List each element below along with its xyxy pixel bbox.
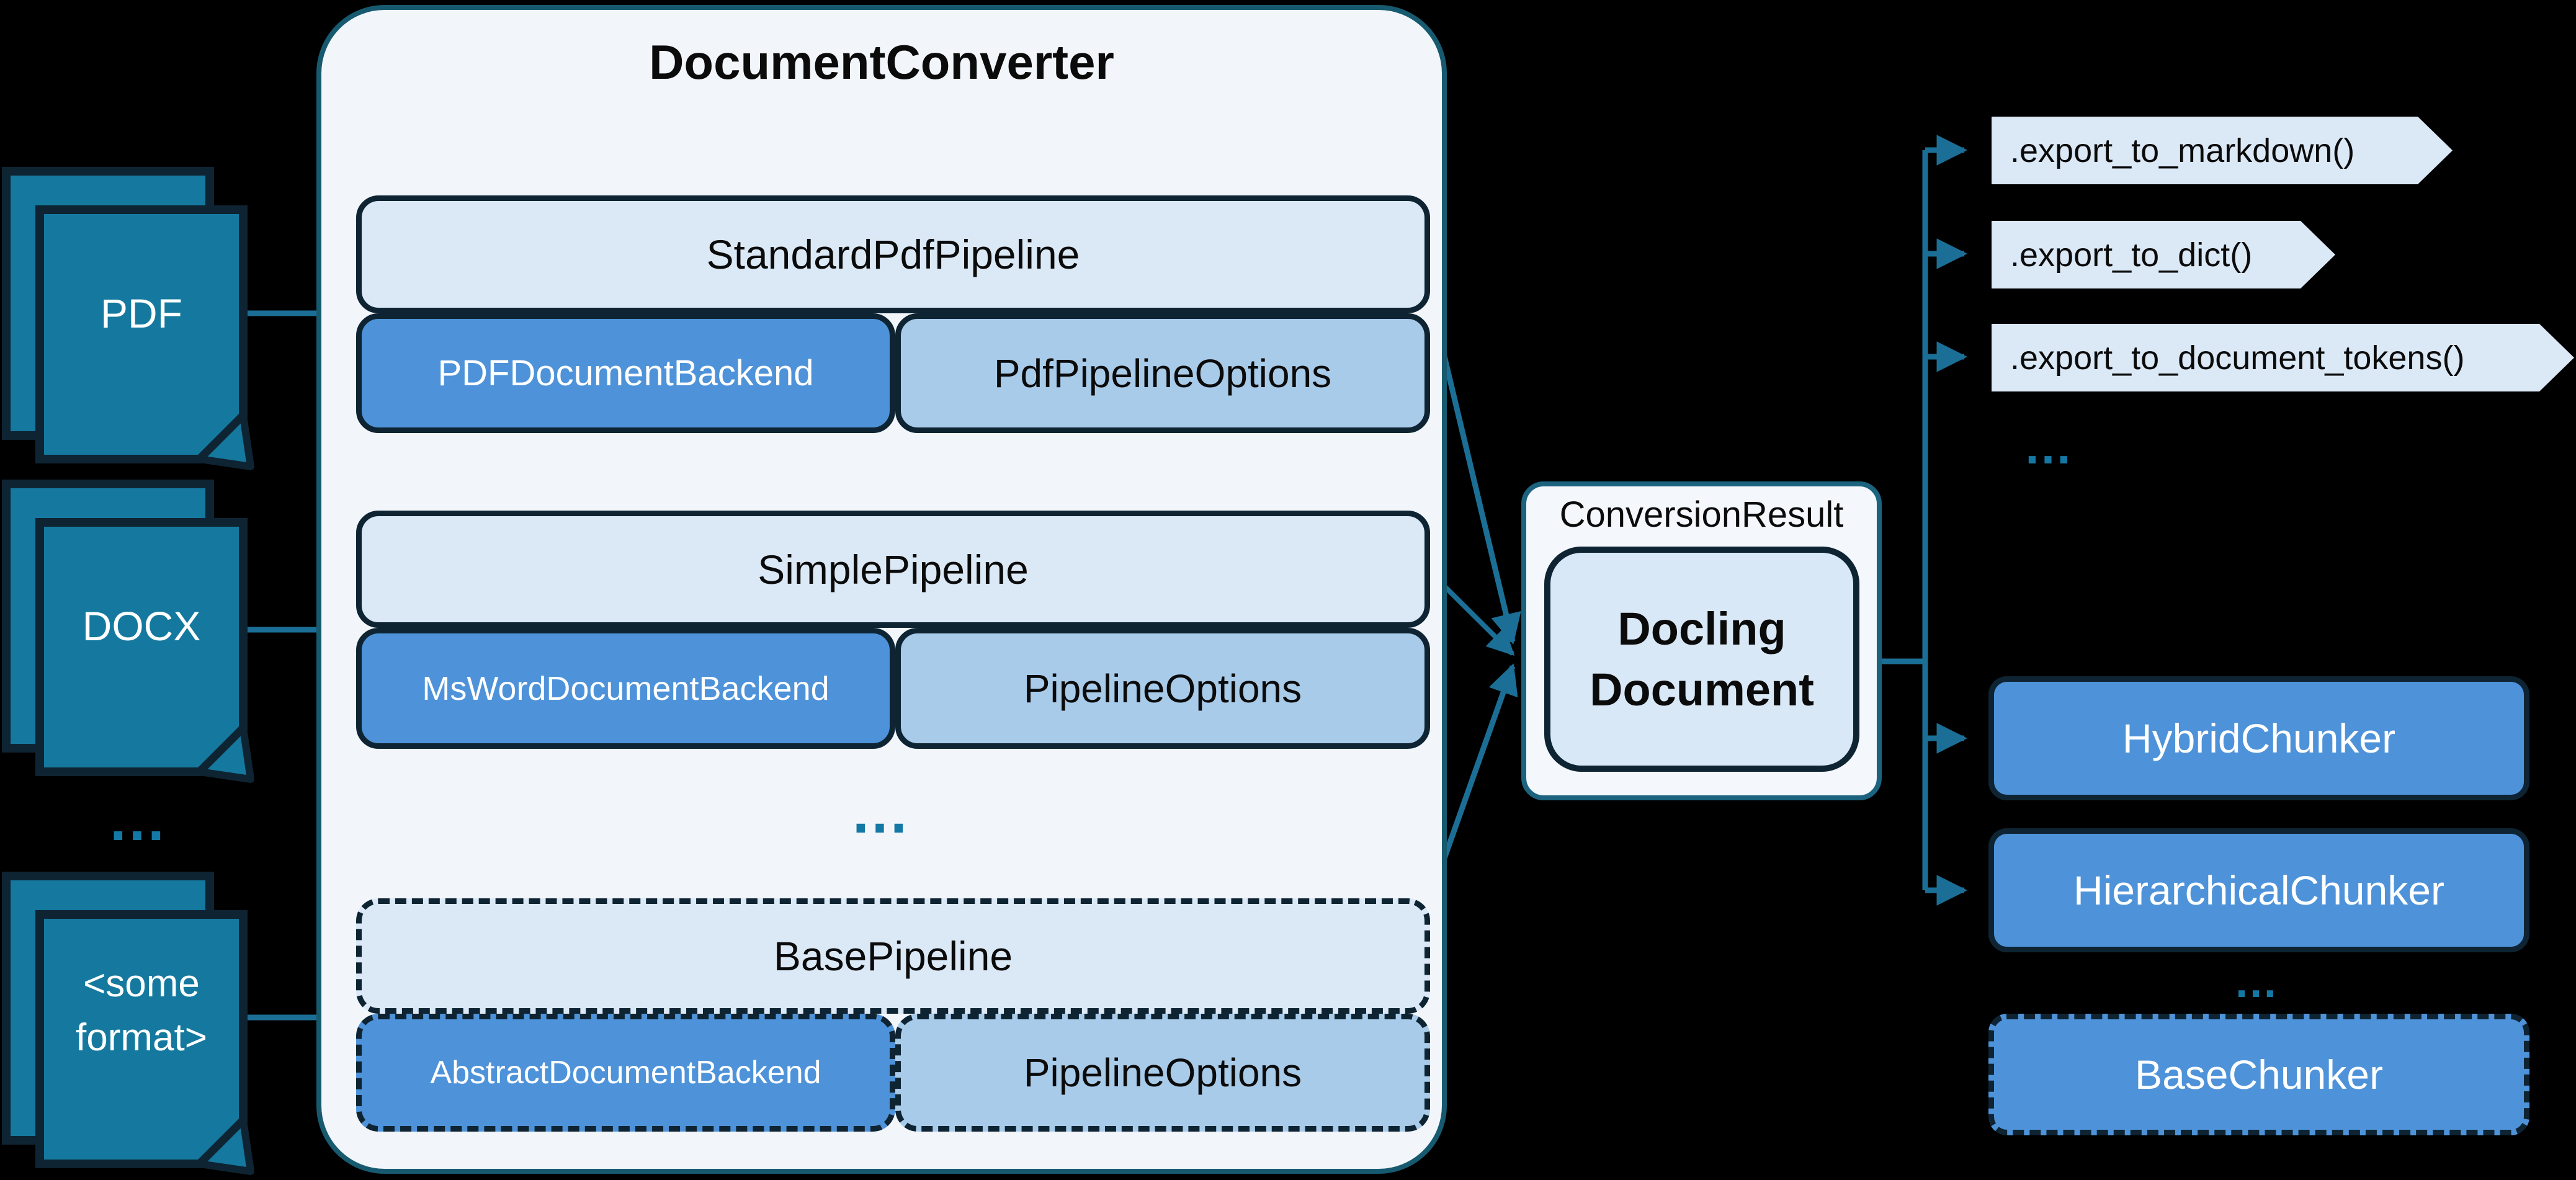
abstractdocumentbackend-box: AbstractDocumentBackend — [356, 1014, 895, 1132]
pdfdocumentbackend-box: PDFDocumentBackend — [356, 313, 895, 433]
someformat-input-label: <some format> — [40, 943, 243, 1079]
exports-ellipsis: … — [2023, 419, 2078, 474]
pdfpipelineoptions-box: PdfPipelineOptions — [895, 313, 1430, 433]
pdf-document-icon — [2, 167, 254, 470]
basechunker-label: BaseChunker — [2135, 1052, 2383, 1097]
pdfdocumentbackend-label: PDFDocumentBackend — [437, 353, 814, 393]
docling-line2: Document — [1590, 663, 1814, 715]
chunkers-ellipsis: … — [2234, 957, 2283, 1007]
export-to-dict-flag: .export_to_dict() — [1992, 221, 2335, 288]
pipelineoptions-simple-label: PipelineOptions — [1023, 666, 1302, 711]
simplepipeline-box: SimplePipeline — [356, 511, 1430, 628]
standardpdfpipeline-label: StandardPdfPipeline — [706, 231, 1080, 277]
hierarchicalchunker-box: HierarchicalChunker — [1988, 828, 2529, 952]
pipelineoptions-base-label: PipelineOptions — [1023, 1050, 1302, 1095]
document-converter-title: DocumentConverter — [649, 34, 1114, 89]
msworddocumentbackend-label: MsWordDocumentBackend — [422, 669, 830, 707]
export-to-markdown-label: .export_to_markdown() — [2010, 132, 2355, 169]
someformat-line2: format> — [76, 1016, 207, 1059]
docling-document-box: Docling Document — [1544, 547, 1859, 772]
docx-document-icon — [2, 480, 254, 783]
hierarchicalchunker-label: HierarchicalChunker — [2073, 867, 2444, 913]
docx-input-label: DOCX — [82, 602, 201, 649]
hybridchunker-label: HybridChunker — [2122, 715, 2396, 761]
export-to-document-tokens-label: .export_to_document_tokens() — [2010, 339, 2465, 377]
conversionresult-label: ConversionResult — [1559, 494, 1844, 535]
export-to-dict-label: .export_to_dict() — [2010, 236, 2253, 274]
hybridchunker-box: HybridChunker — [1988, 676, 2529, 800]
basepipeline-label: BasePipeline — [773, 933, 1013, 979]
converter-ellipsis: … — [850, 779, 915, 846]
msworddocumentbackend-box: MsWordDocumentBackend — [356, 628, 895, 749]
pipelineoptions-base-box: PipelineOptions — [895, 1014, 1430, 1132]
export-to-markdown-flag: .export_to_markdown() — [1992, 117, 2453, 184]
pdf-input-label: PDF — [101, 290, 182, 336]
someformat-line1: <some — [83, 962, 200, 1006]
abstractdocumentbackend-label: AbstractDocumentBackend — [430, 1055, 821, 1091]
inputs-ellipsis: … — [107, 787, 172, 853]
someformat-document-icon — [2, 872, 254, 1175]
basepipeline-box: BasePipeline — [356, 898, 1430, 1014]
basechunker-box: BaseChunker — [1988, 1014, 2529, 1135]
simplepipeline-label: SimplePipeline — [758, 546, 1029, 592]
pdfpipelineoptions-label: PdfPipelineOptions — [993, 351, 1332, 396]
export-to-document-tokens-flag: .export_to_document_tokens() — [1992, 324, 2574, 391]
docling-line1: Docling — [1617, 602, 1786, 655]
pipelineoptions-simple-box: PipelineOptions — [895, 628, 1430, 749]
standardpdfpipeline-box: StandardPdfPipeline — [356, 195, 1430, 313]
